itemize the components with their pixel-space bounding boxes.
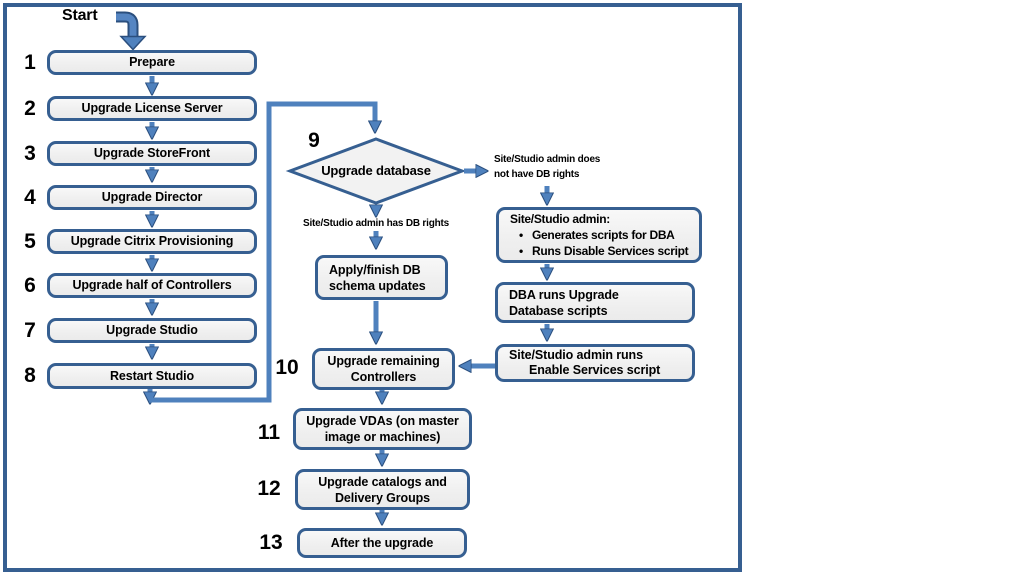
node-upgrade-citrix-provisioning: Upgrade Citrix Provisioning [47, 229, 257, 254]
node-upgrade-remaining-controllers: Upgrade remaining Controllers [312, 348, 455, 390]
node-upgrade-catalogs: Upgrade catalogs and Delivery Groups [295, 469, 470, 510]
node-apply-db-schema: Apply/finish DB schema updates [315, 255, 448, 300]
label-has-db-rights: Site/Studio admin has DB rights [302, 218, 450, 229]
node-upgrade-director: Upgrade Director [47, 185, 257, 210]
diagram-border [3, 3, 742, 572]
step-number-12: 12 [257, 477, 281, 500]
step-number-11: 11 [257, 421, 281, 444]
node-restart-studio: Restart Studio [47, 363, 257, 389]
step-number-13: 13 [259, 531, 283, 554]
node-upgrade-studio: Upgrade Studio [47, 318, 257, 343]
step-number-5: 5 [24, 230, 36, 253]
step-number-6: 6 [24, 274, 36, 297]
step-number-4: 4 [24, 186, 36, 209]
node-dba-runs-scripts: DBA runs Upgrade Database scripts [495, 282, 695, 323]
step-number-9: 9 [308, 129, 320, 152]
node-upgrade-vdas: Upgrade VDAs (on master image or machine… [293, 408, 472, 450]
step-number-10: 10 [275, 356, 299, 379]
step-number-1: 1 [24, 51, 36, 74]
label-no-db-rights: Site/Studio admin does not have DB right… [494, 154, 601, 180]
bullet-item: • Generates scripts for DBA [510, 227, 675, 243]
node-enable-services: Site/Studio admin runs Enable Services s… [495, 344, 695, 382]
start-label: Start [62, 7, 98, 24]
bullet-icon: • [519, 244, 523, 258]
node-upgrade-half-controllers: Upgrade half of Controllers [47, 273, 257, 298]
node-site-studio-admin-scripts: Site/Studio admin: • Generates scripts f… [496, 207, 702, 263]
step-number-7: 7 [24, 319, 36, 342]
node-after-the-upgrade: After the upgrade [297, 528, 467, 558]
node-prepare: Prepare [47, 50, 257, 75]
bullet-item: • Runs Disable Services script [510, 243, 689, 259]
node-upgrade-database-label: Upgrade database [321, 163, 431, 178]
step-number-3: 3 [24, 142, 36, 165]
node-upgrade-license-server: Upgrade License Server [47, 96, 257, 121]
bullet-icon: • [519, 228, 523, 242]
node-upgrade-storefront: Upgrade StoreFront [47, 141, 257, 166]
step-number-8: 8 [24, 364, 36, 387]
step-number-2: 2 [24, 97, 36, 120]
